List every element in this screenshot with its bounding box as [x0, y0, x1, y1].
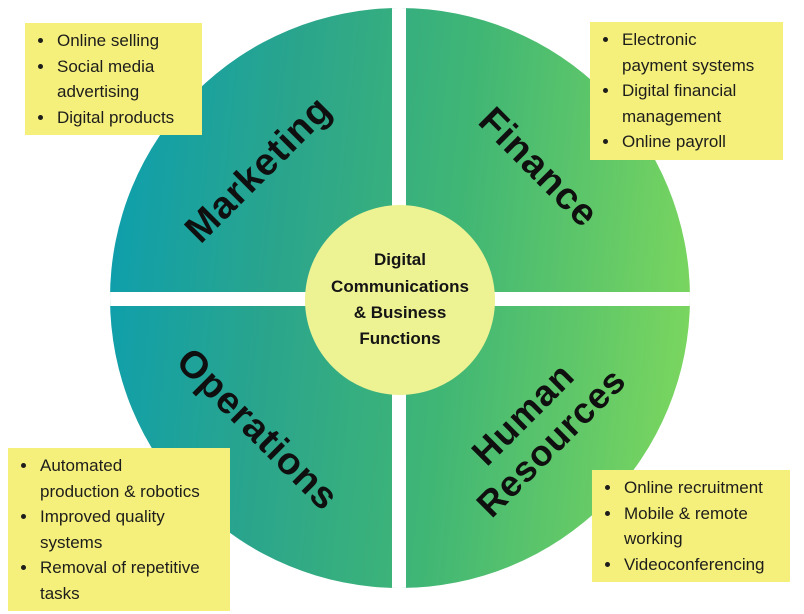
note-item: Online payroll [620, 129, 773, 155]
notes-box-human-resources: Online recruitment Mobile & remote worki… [592, 470, 790, 582]
note-item: Automated production & robotics [38, 453, 220, 504]
notes-list-human-resources: Online recruitment Mobile & remote worki… [594, 475, 780, 577]
notes-box-operations: Automated production & robotics Improved… [8, 448, 230, 611]
note-item: Online recruitment [622, 475, 780, 501]
center-circle: Digital Communications & Business Functi… [305, 205, 495, 395]
note-item: Mobile & remote working [622, 501, 780, 552]
note-item: Removal of repetitive tasks [38, 555, 220, 606]
center-label: Digital Communications & Business Functi… [331, 250, 469, 349]
note-item: Online selling [55, 28, 192, 54]
note-item: Digital products [55, 105, 192, 131]
note-item: Improved quality systems [38, 504, 220, 555]
notes-box-finance: Electronic payment systems Digital finan… [590, 22, 783, 160]
note-item: Videoconferencing [622, 552, 780, 578]
notes-list-operations: Automated production & robotics Improved… [10, 453, 220, 606]
notes-box-marketing: Online selling Social media advertising … [25, 23, 202, 135]
note-item: Electronic payment systems [620, 27, 773, 78]
note-item: Social media advertising [55, 54, 192, 105]
note-item: Digital financial management [620, 78, 773, 129]
notes-list-finance: Electronic payment systems Digital finan… [592, 27, 773, 155]
notes-list-marketing: Online selling Social media advertising … [27, 28, 192, 130]
